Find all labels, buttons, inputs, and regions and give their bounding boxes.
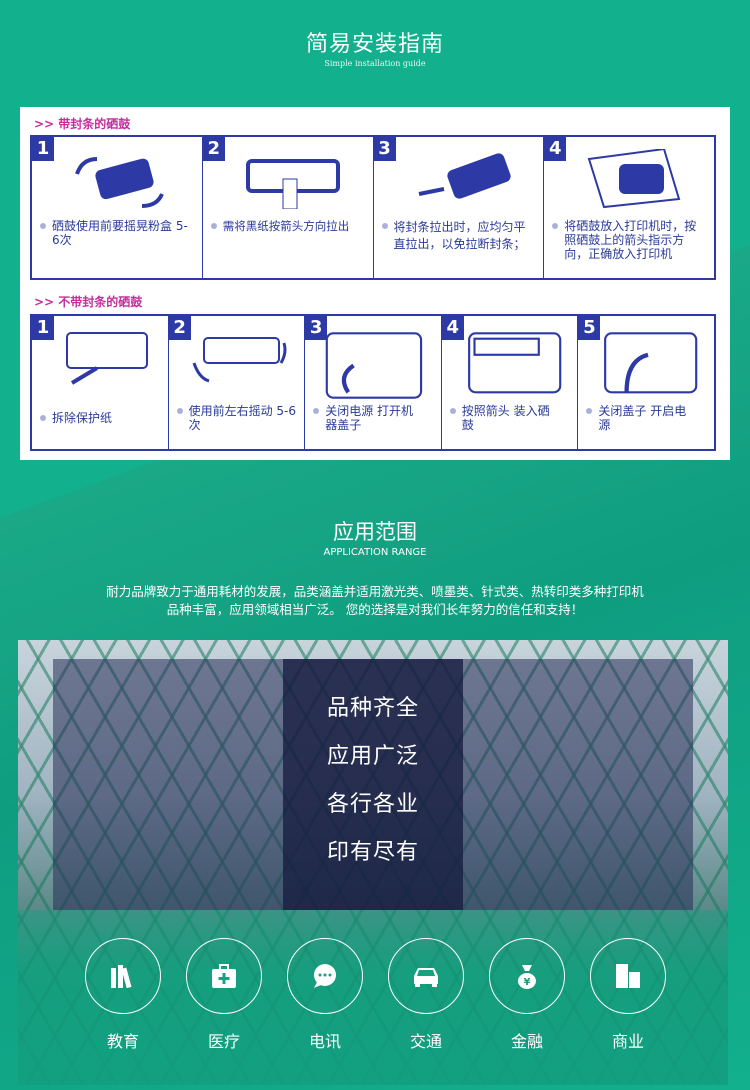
with-strip-steps: 1 硒鼓使用前要摇晃粉盒 5-6次 2 需将黑纸按箭头方向拉出 3 将封条拉出时… [30, 135, 716, 280]
step-number: 3 [305, 316, 328, 340]
step-card: 1 拆除保护纸 [32, 316, 169, 449]
without-strip-heading: >> 不带封条的硒鼓 [34, 295, 143, 309]
step-number: 2 [168, 316, 191, 340]
step-caption: 拆除保护纸 [40, 411, 112, 425]
description-line: 耐力品牌致力于通用耗材的发展，品类涵盖并适用激光类、喷墨类、针式类、热转印类多种… [106, 584, 644, 599]
category-label: 交通 [409, 1032, 442, 1051]
category-finance[interactable]: ¥ 金融 [489, 938, 565, 1052]
medical-kit-icon [212, 964, 236, 988]
step-card: 5 关闭盖子 开启电源 [578, 316, 714, 449]
load-cartridge-illustration [467, 332, 562, 394]
step-card: 1 硒鼓使用前要摇晃粉盒 5-6次 [32, 137, 203, 278]
application-subtitle: APPLICATION RANGE [323, 547, 427, 558]
application-title: 应用范围 [333, 520, 417, 544]
feature-panel [283, 659, 463, 910]
step-card: 4 按照箭头 装入硒鼓 [441, 316, 579, 449]
remove-paper-illustration [66, 332, 148, 385]
with-strip-heading: >> 带封条的硒鼓 [34, 117, 131, 131]
chat-bubble-icon [314, 964, 336, 988]
install-guide-panel: >> 带封条的硒鼓 1 硒鼓使用前要摇晃粉盒 5-6次 2 需将黑纸按箭头方向拉… [20, 107, 730, 460]
building-photo: 品种齐全 应用广泛 各行各业 印有尽有 教育 医疗 电讯 交通 ¥ 金融 商业 [18, 640, 728, 1085]
step-caption: 关闭电源 打开机器盖子 [313, 404, 423, 432]
category-telecom[interactable]: 电讯 [287, 938, 363, 1052]
step-number: 2 [202, 137, 225, 161]
without-strip-steps: 1 拆除保护纸 2 使用前左右摇动 5-6次 3 关闭电源 打开机器盖子 4 按… [30, 314, 716, 451]
books-icon [111, 965, 132, 989]
rock-cartridge-illustration [192, 337, 287, 383]
install-title: 简易安装指南 [305, 32, 444, 57]
step-number: 4 [441, 316, 464, 340]
feature-item: 印有尽有 [326, 840, 419, 865]
feature-item: 应用广泛 [326, 744, 419, 769]
category-label: 商业 [611, 1032, 644, 1051]
step-caption: 需将黑纸按箭头方向拉出 [210, 219, 373, 233]
buildings-icon [616, 964, 640, 988]
step-card: 3 关闭电源 打开机器盖子 [305, 316, 442, 449]
pull-paper-illustration [245, 159, 340, 209]
car-icon [414, 968, 438, 987]
step-caption: 将封条拉出时，应均匀平直拉出，以免拉断封条； [381, 219, 532, 253]
application-description: 耐力品牌致力于通用耗材的发展，品类涵盖并适用激光类、喷墨类、针式类、热转印类多种… [0, 583, 750, 619]
category-label: 电讯 [308, 1032, 341, 1051]
step-caption: 将硒鼓放入打印机时，按照硒鼓上的箭头指示方向，正确放入打印机 [552, 219, 702, 261]
feature-item: 各行各业 [326, 792, 419, 817]
step-card: 3 将封条拉出时，应均匀平直拉出，以免拉断封条； [373, 137, 545, 278]
step-card: 2 使用前左右摇动 5-6次 [168, 316, 306, 449]
step-caption: 硒鼓使用前要摇晃粉盒 5-6次 [40, 219, 190, 247]
close-cover-illustration [604, 332, 698, 394]
step-caption: 按照箭头 装入硒鼓 [449, 404, 560, 432]
category-business[interactable]: 商业 [590, 938, 666, 1052]
step-number: 3 [373, 137, 396, 161]
step-caption: 关闭盖子 开启电源 [586, 404, 696, 432]
description-line: 品种丰富，应用领域相当广泛。 您的选择是对我们长年努力的信任和支持！ [166, 602, 584, 617]
step-card: 2 需将黑纸按箭头方向拉出 [202, 137, 374, 278]
category-label: 金融 [510, 1032, 543, 1051]
insert-cartridge-illustration [587, 149, 681, 209]
category-transport[interactable]: 交通 [388, 938, 464, 1052]
printer-open-illustration [325, 332, 423, 399]
step-card: 4 将硒鼓放入打印机时，按照硒鼓上的箭头指示方向，正确放入打印机 [544, 137, 714, 278]
step-caption: 使用前左右摇动 5-6次 [176, 404, 297, 432]
feature-item: 品种齐全 [326, 696, 419, 721]
step-number: 1 [32, 316, 54, 340]
step-number: 5 [578, 316, 601, 340]
category-medical[interactable]: 医疗 [186, 938, 262, 1052]
step-number: 1 [32, 137, 54, 161]
category-education[interactable]: 教育 [85, 938, 161, 1052]
step-number: 4 [544, 137, 567, 161]
install-subtitle: Simple installation guide [324, 59, 426, 68]
category-label: 教育 [106, 1032, 139, 1051]
money-bag-icon: ¥ [518, 965, 536, 989]
pull-strip-illustration [418, 153, 511, 199]
cartridge-shake-illustration [75, 157, 164, 208]
category-label: 医疗 [207, 1032, 240, 1051]
svg-text:¥: ¥ [524, 977, 531, 988]
